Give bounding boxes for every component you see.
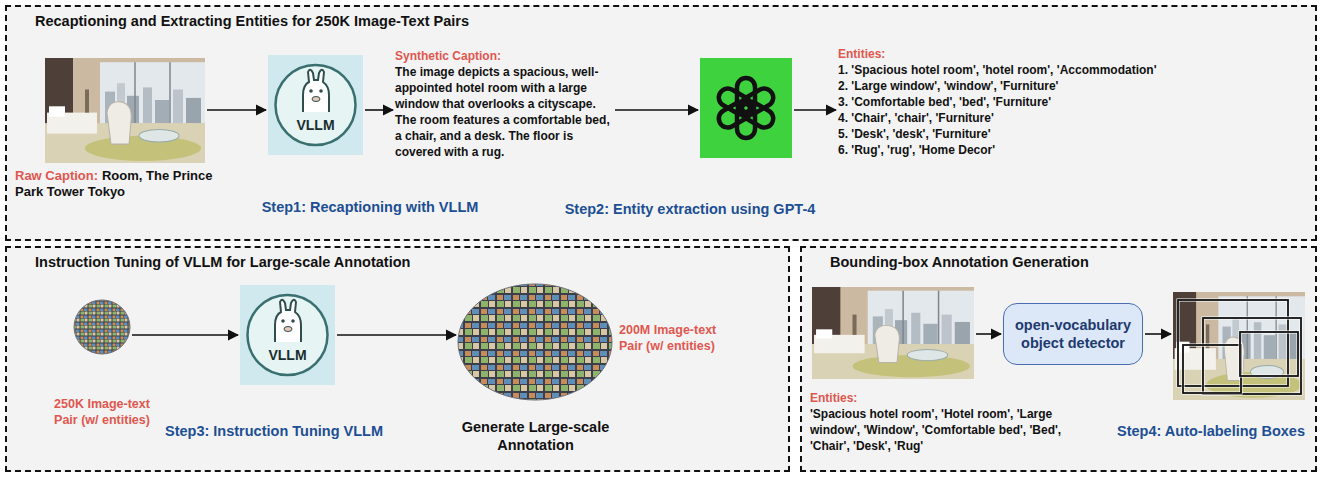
text-group: Instruction Tuning of VLLM for Large-sca… xyxy=(35,253,735,271)
node-text: Raw Caption: xyxy=(15,168,98,183)
labeled-image-box: Step4: Auto-labeling Boxes xyxy=(1173,292,1305,400)
flow-arrow xyxy=(337,334,456,336)
vllm-logo xyxy=(268,55,363,155)
node-text: Entities: xyxy=(838,46,1198,62)
vllm-box: VLLM xyxy=(240,285,335,385)
text-group: Recaptioning and Extracting Entities for… xyxy=(35,12,1035,30)
text-group: open-vocabulary object detector xyxy=(1007,316,1139,352)
node-text: 1. 'Spacious hotel room', 'hotel room', … xyxy=(838,62,1198,78)
node-text: 5. 'Desk', 'desk', 'Furniture' xyxy=(838,126,1198,142)
flow-arrow xyxy=(365,109,393,111)
vllm-logo xyxy=(240,285,335,385)
small-mosaic xyxy=(74,300,130,354)
node-text: 250K Image-text Pair (w/ entities) xyxy=(43,396,161,428)
node-text: open-vocabulary object detector xyxy=(1007,316,1139,352)
node-text: The image depicts a spacious, well-appoi… xyxy=(395,64,613,160)
flow-arrow xyxy=(207,109,266,111)
node-text: Synthetic Caption: xyxy=(395,48,613,64)
node-text: Entities: xyxy=(810,390,1085,406)
node-text: 6. 'Rug', 'rug', 'Home Decor' xyxy=(838,142,1198,158)
detection-boxes xyxy=(1178,300,1301,394)
mosaic-box: 250K Image-text Pair (w/ entities) xyxy=(74,300,130,354)
text-group: Entities:1. 'Spacious hotel room', 'hote… xyxy=(838,46,1198,158)
flow-arrow xyxy=(132,334,238,336)
text-group: VLLM xyxy=(240,347,335,363)
flow-arrow xyxy=(976,333,1001,335)
room-photo xyxy=(1173,292,1305,400)
text-group: Step2: Entity extraction using GPT-4 xyxy=(524,200,856,218)
node-text: 2. 'Large window', 'window', 'Furniture' xyxy=(838,78,1198,94)
dashed-panel: Raw Caption:Room, The Prince Park Tower … xyxy=(5,5,1317,241)
text-group: Generate Large-scale Annotation xyxy=(450,418,621,454)
panel-title: Recaptioning and Extracting Entities for… xyxy=(35,12,1035,30)
caption-block: Synthetic Caption:The image depicts a sp… xyxy=(395,48,613,178)
text-group: Entities:'Spacious hotel room', 'Hotel r… xyxy=(810,390,1085,454)
node-text: Generate Large-scale Annotation xyxy=(450,418,621,454)
node-text: 'Spacious hotel room', 'Hotel room', 'La… xyxy=(810,406,1085,454)
dashed-panel: 250K Image-text Pair (w/ entities) VLLM Ge… xyxy=(5,246,790,472)
step-label: Step3: Instruction Tuning VLLM xyxy=(165,422,435,440)
text-group: Step4: Auto-labeling Boxes xyxy=(1100,422,1305,440)
dashed-panel: Entities:'Spacious hotel room', 'Hotel r… xyxy=(800,246,1317,472)
node-text: Step4: Auto-labeling Boxes xyxy=(1100,422,1305,440)
text-group: Raw Caption:Room, The Prince Park Tower … xyxy=(15,168,220,200)
large-mosaic xyxy=(458,284,612,400)
entity-list: Entities:1. 'Spacious hotel room', 'hote… xyxy=(838,46,1198,160)
flow-arrow xyxy=(794,109,836,111)
image-box: Entities:'Spacious hotel room', 'Hotel r… xyxy=(812,287,974,379)
gpt-logo xyxy=(700,58,792,158)
node-text: VLLM xyxy=(240,347,335,363)
text-group: Synthetic Caption:The image depicts a sp… xyxy=(395,48,613,160)
vllm-box: VLLM xyxy=(268,55,363,155)
detector-box: open-vocabulary object detector xyxy=(1003,303,1143,365)
node-text: 3. 'Comfortable bed', 'bed', 'Furniture' xyxy=(838,94,1198,110)
panel-grounds xyxy=(5,5,1317,472)
step-label: Step1: Recaptioning with VLLM xyxy=(235,198,505,216)
room-photo xyxy=(812,287,974,379)
mosaic-box: Generate Large-scale Annotation xyxy=(458,284,613,400)
flow-arrow xyxy=(615,109,698,111)
text-group: 250K Image-text Pair (w/ entities) xyxy=(43,396,161,428)
panel-title: Bounding-box Annotation Generation xyxy=(830,253,1310,271)
text-group: VLLM xyxy=(268,117,363,133)
node-text: 4. 'Chair', 'chair', 'Furniture' xyxy=(838,110,1198,126)
image-box: Raw Caption:Room, The Prince Park Tower … xyxy=(45,58,205,163)
node-text: Step2: Entity extraction using GPT-4 xyxy=(524,200,856,218)
count-label: 200M Image-text Pair (w/ entities) xyxy=(619,322,719,354)
room-photo xyxy=(45,58,205,163)
flow-arrow xyxy=(1145,333,1171,335)
gpt-box: Step2: Entity extraction using GPT-4 xyxy=(700,58,792,158)
panel-title: Instruction Tuning of VLLM for Large-sca… xyxy=(35,253,735,271)
text-group: Bounding-box Annotation Generation xyxy=(830,253,1310,271)
node-text: VLLM xyxy=(268,117,363,133)
